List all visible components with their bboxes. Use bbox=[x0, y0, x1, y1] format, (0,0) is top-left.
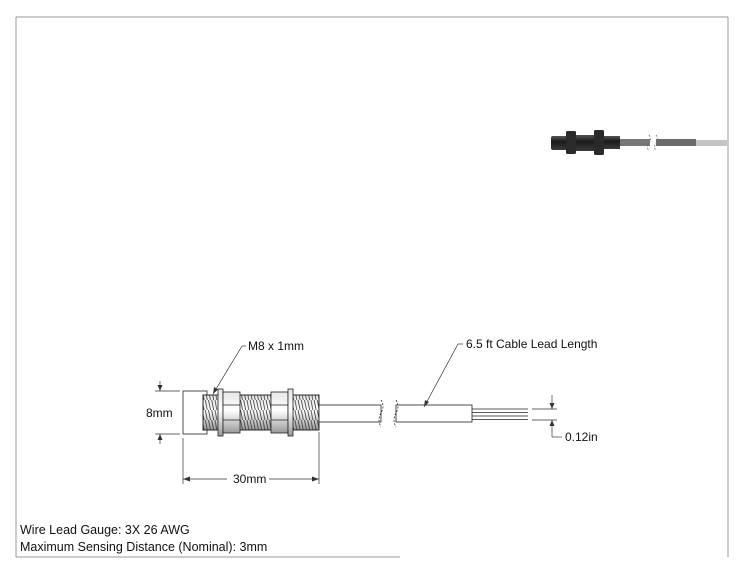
body-length-label: 30mm bbox=[233, 472, 266, 486]
sensor-side-view bbox=[182, 388, 528, 437]
wire-gauge-note: Wire Lead Gauge: 3X 26 AWG bbox=[20, 523, 190, 537]
dimension-body-length bbox=[182, 432, 320, 484]
thread-callout: M8 x 1mm bbox=[248, 339, 304, 353]
dimension-wire-pitch bbox=[532, 395, 562, 438]
diameter-label: 8mm bbox=[146, 406, 173, 420]
leader-lines bbox=[212, 343, 463, 408]
sensor-thumbnail bbox=[551, 130, 727, 155]
cable-length-callout: 6.5 ft Cable Lead Length bbox=[466, 337, 597, 351]
wire-pitch-label: 0.12in bbox=[565, 430, 598, 444]
dimension-diameter bbox=[155, 381, 180, 444]
cable-break-marks bbox=[378, 399, 399, 428]
sheet-border bbox=[15, 16, 729, 558]
sensing-distance-note: Maximum Sensing Distance (Nominal): 3mm bbox=[20, 540, 268, 554]
